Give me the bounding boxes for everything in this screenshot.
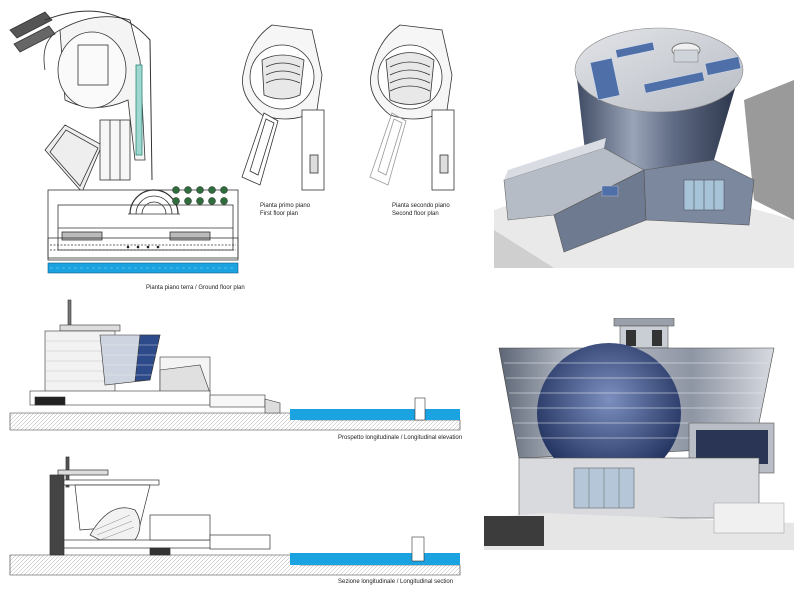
first-floor-caption-en: First floor plan [260,211,299,217]
front-render-image [484,318,794,550]
second-floor-plan-drawing [369,24,455,191]
first-floor-plan: Pianta primo piano First floor plan [232,15,342,235]
ground-floor-plan-drawing [9,10,239,274]
second-floor-caption-en: Second floor plan [392,211,439,217]
aerial-render-image [494,27,794,268]
section-caption: Sezione longitudinale / Longitudinal sec… [338,579,454,585]
longitudinal-section: Sezione longitudinale / Longitudinal sec… [0,455,470,600]
elevation-caption: Prospetto longitudinale / Longitudinal e… [338,435,463,441]
elevation-drawing [9,299,461,431]
aerial-render [494,20,794,268]
longitudinal-elevation: Prospetto longitudinale / Longitudinal e… [0,295,470,445]
first-floor-plan-drawing [241,24,325,191]
second-floor-plan: Pianta secondo piano Second floor plan [360,15,480,235]
front-render [484,318,794,550]
ground-floor-plan: Pianta piano terra / Ground floor plan [0,0,250,300]
second-floor-caption-it: Pianta secondo piano [392,203,450,209]
section-drawing [9,456,461,576]
ground-floor-caption: Pianta piano terra / Ground floor plan [146,285,245,291]
first-floor-caption-it: Pianta primo piano [260,203,311,209]
